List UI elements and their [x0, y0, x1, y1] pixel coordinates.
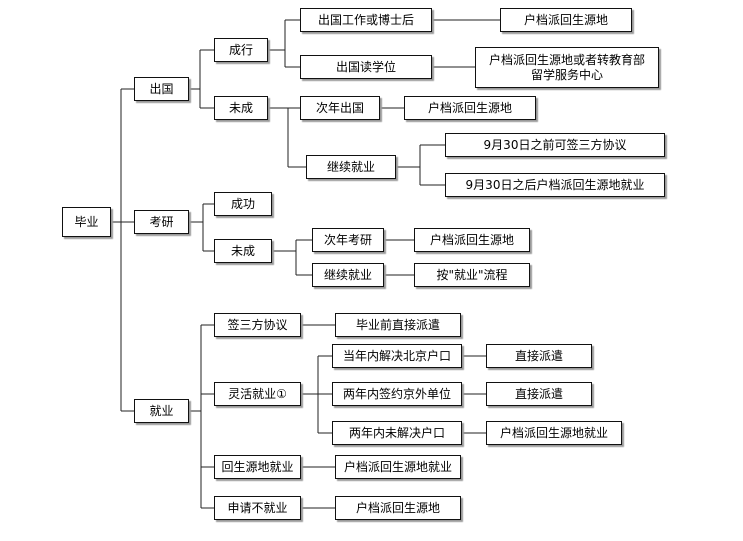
node-abroad-study: 出国读学位 — [300, 55, 432, 79]
node-flex-no-hukou: 两年内未解决户口 — [332, 421, 462, 445]
node-flex-beijing-hukou-result: 直接派遣 — [486, 344, 592, 368]
node-go-abroad: 出国 — [134, 77, 189, 101]
node-abroad-before-0930: 9月30日之前可签三方协议 — [445, 133, 665, 157]
node-exam-continue-job-result: 按"就业"流程 — [414, 263, 530, 287]
node-flex-no-hukou-result: 户档派回生源地就业 — [486, 421, 622, 445]
node-abroad-next-year-result: 户档派回生源地 — [404, 96, 536, 120]
node-abroad-after-0930: 9月30日之后户档派回生源地就业 — [445, 173, 665, 197]
node-exam-continue-job: 继续就业 — [312, 263, 384, 287]
node-abroad-fail: 未成 — [214, 96, 268, 120]
node-exam-next-year: 次年考研 — [312, 228, 384, 252]
node-sign-tripartite: 签三方协议 — [214, 313, 301, 337]
node-abroad-study-result: 户档派回生源地或者转教育部 留学服务中心 — [475, 47, 659, 88]
node-apply-no-job-result: 户档派回生源地 — [335, 496, 461, 520]
node-abroad-next-year: 次年出国 — [300, 96, 380, 120]
node-abroad-continue-job: 继续就业 — [306, 155, 396, 179]
node-sign-tripartite-result: 毕业前直接派遣 — [335, 313, 461, 337]
node-return-home-job-result: 户档派回生源地就业 — [335, 455, 461, 479]
node-exam-success: 成功 — [214, 192, 272, 216]
node-flex-beijing-hukou: 当年内解决北京户口 — [332, 344, 462, 368]
node-abroad-success: 成行 — [214, 38, 268, 62]
node-abroad-work: 出国工作或博士后 — [300, 8, 432, 32]
node-abroad-work-result: 户档派回生源地 — [500, 8, 632, 32]
node-graduation: 毕业 — [62, 207, 111, 237]
node-apply-no-job: 申请不就业 — [214, 496, 301, 520]
node-flex-outside-unit-result: 直接派遣 — [486, 382, 592, 406]
node-exam-fail: 未成 — [214, 239, 272, 263]
node-flex-outside-unit: 两年内签约京外单位 — [332, 382, 462, 406]
node-exam-next-year-result: 户档派回生源地 — [414, 228, 530, 252]
node-grad-exam: 考研 — [134, 210, 189, 234]
node-return-home-job: 回生源地就业 — [214, 455, 301, 479]
node-flexible-job: 灵活就业① — [214, 382, 301, 406]
node-employment: 就业 — [134, 399, 189, 423]
